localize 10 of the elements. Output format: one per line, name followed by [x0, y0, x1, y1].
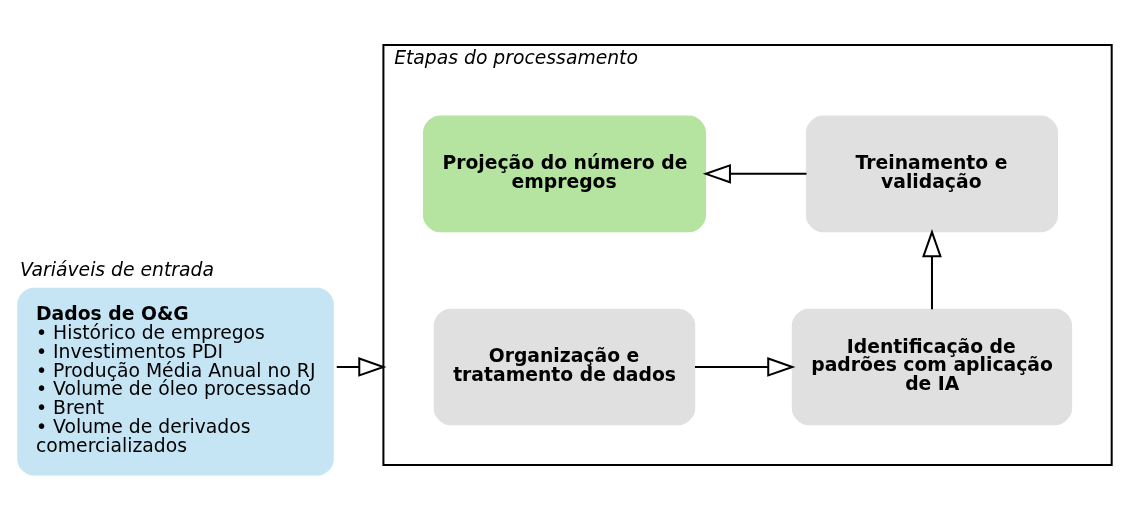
- node-box: Projeção do número de empregos: [422, 115, 706, 232]
- arrow: [922, 228, 942, 309]
- node-box: Identificação de padrões com aplicação de IA: [791, 308, 1073, 425]
- node-box: Dados de O&G • Histórico de empregos • Investimentos PDI • Produção Média Anual no RJ • Volume de óleo processado • Brent • Volume de derivados comercializados: [17, 287, 334, 476]
- arrow: [694, 356, 796, 377]
- arrow: [702, 163, 807, 184]
- node-label: Variáveis de entrada: [19, 258, 214, 280]
- node-box: Organização e tratamento de dados: [433, 308, 696, 425]
- node-box: Treinamento e validação: [805, 115, 1059, 232]
- arrow: [336, 356, 387, 377]
